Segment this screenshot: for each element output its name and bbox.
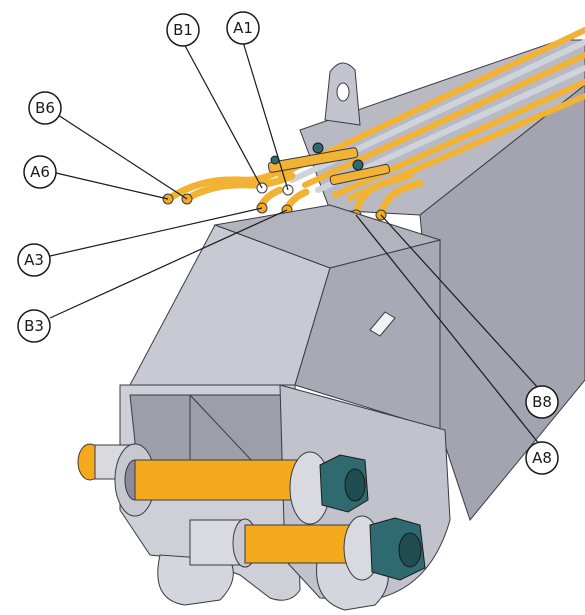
leader-a1	[242, 41, 289, 191]
callout-label: B6	[35, 99, 55, 117]
callout-label: A6	[30, 163, 50, 181]
callout-label: A8	[532, 449, 552, 467]
leader-b6	[57, 114, 188, 200]
hose-line	[184, 172, 296, 202]
callout-b1: B1	[166, 13, 200, 47]
leader-a3	[49, 207, 263, 257]
callout-a6: A6	[23, 155, 57, 189]
callout-a8: A8	[525, 441, 559, 475]
hose-line	[332, 79, 585, 198]
leader-b1	[182, 41, 263, 189]
leader-a6	[55, 172, 169, 200]
clamp-bolt	[312, 142, 324, 154]
leader-a8	[355, 214, 541, 446]
callout-label: B8	[532, 393, 552, 411]
hose-line	[302, 52, 585, 188]
hose-line	[277, 27, 585, 178]
callout-label: B1	[173, 21, 193, 39]
hose-bundle	[162, 27, 585, 221]
callout-label: A1	[233, 19, 253, 37]
leader-lines	[49, 41, 541, 446]
leader-b3	[49, 209, 288, 319]
pin-assembly	[77, 443, 426, 581]
callout-a3: A3	[17, 243, 51, 277]
callout-label: A3	[24, 251, 44, 269]
clamp-bolt	[352, 159, 364, 171]
leader-b8	[380, 214, 541, 391]
callout-b3: B3	[17, 309, 51, 343]
hose-line	[166, 166, 284, 202]
callout-bubbles: B1 A1 B6 A6 A3 B3 B8 A8	[17, 11, 559, 475]
callout-a1: A1	[226, 11, 260, 45]
callout-label: B3	[24, 317, 44, 335]
lower-pin	[244, 524, 351, 564]
callout-b8: B8	[525, 385, 559, 419]
callout-b6: B6	[28, 91, 62, 125]
hose-clamp	[267, 147, 359, 173]
upper-pin	[134, 459, 311, 501]
